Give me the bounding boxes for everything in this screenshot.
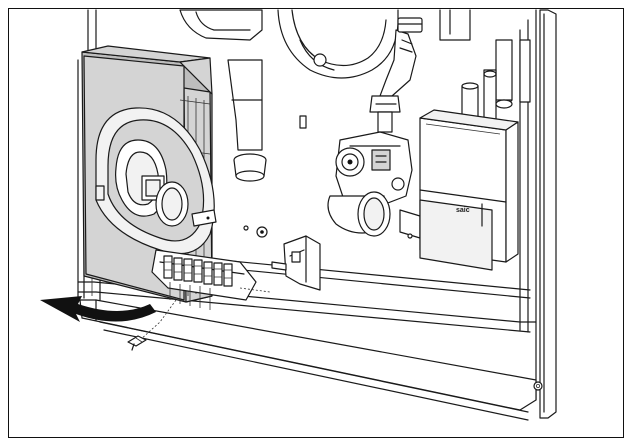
curved-arrow-left-icon bbox=[40, 296, 156, 322]
screw-icon bbox=[127, 335, 147, 351]
boiler-casing bbox=[77, 9, 557, 421]
control-box: saic bbox=[419, 109, 519, 271]
electrode-bracket bbox=[243, 225, 413, 291]
brand-mark: saic bbox=[456, 207, 470, 214]
fan-assembly bbox=[179, 9, 471, 79]
pipes bbox=[227, 17, 531, 182]
terminal-block bbox=[139, 249, 271, 341]
control-panel-cover bbox=[81, 45, 217, 303]
gas-valve bbox=[327, 131, 421, 239]
